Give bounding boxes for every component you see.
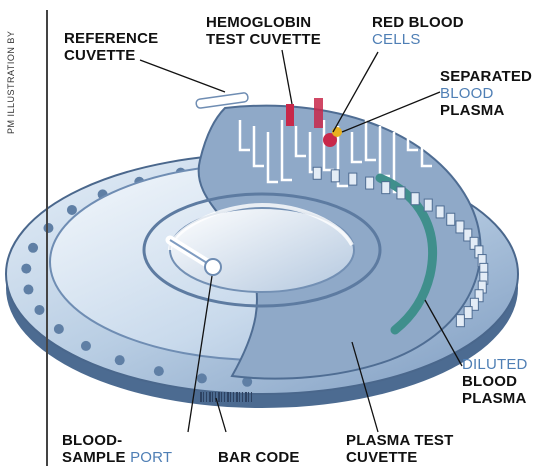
- bar-code-bar: [218, 392, 220, 402]
- label-separated-blood-plasma: SEPARATED BLOOD PLASMA: [440, 68, 532, 119]
- bar-code-bar: [212, 392, 213, 402]
- label-line: PLASMA TEST: [346, 432, 453, 449]
- bar-code-bar: [233, 392, 234, 402]
- label-diluted-blood-plasma: DILUTED BLOOD PLASMA: [462, 356, 528, 407]
- sample-port: [205, 259, 221, 275]
- label-line: BLOOD: [462, 373, 528, 390]
- bar-code-bar: [236, 392, 238, 402]
- label-line: HEMOGLOBIN: [206, 14, 321, 31]
- plasma-cuvette-cell: [313, 167, 321, 179]
- bar-code-bar: [200, 392, 202, 402]
- label-plasma-test-cuvette: PLASMA TEST CUVETTE: [346, 432, 453, 466]
- plasma-cuvette-cell: [349, 173, 357, 185]
- rim-hole: [28, 243, 38, 253]
- bar-code-bar: [224, 392, 225, 402]
- rim-hole: [67, 205, 77, 215]
- label-blood-sample-port: BLOOD- SAMPLE PORT: [62, 432, 172, 466]
- label-word: PORT: [130, 449, 172, 466]
- rim-hole: [115, 355, 125, 365]
- bar-code-bar: [221, 392, 222, 402]
- label-red-blood-cells: RED BLOOD CELLS: [372, 14, 464, 48]
- bar-code-bar: [245, 392, 247, 402]
- plasma-cuvette-cell: [456, 315, 464, 327]
- label-line: CELLS: [372, 31, 464, 48]
- bar-code-bar: [248, 392, 249, 402]
- plasma-cuvette-cell: [331, 170, 339, 182]
- plasma-cuvette-cell: [464, 307, 472, 319]
- hemoglobin-cuvette: [286, 104, 294, 126]
- bar-code-bar: [227, 392, 229, 402]
- rim-hole: [81, 341, 91, 351]
- rim-hole: [23, 285, 33, 295]
- label-line: REFERENCE: [64, 30, 158, 47]
- label-line: PLASMA: [462, 390, 528, 407]
- rim-hole: [154, 366, 164, 376]
- label-reference-cuvette: REFERENCE CUVETTE: [64, 30, 158, 64]
- vertical-rule: [46, 10, 48, 466]
- label-line: CUVETTE: [64, 47, 158, 64]
- rim-hole: [54, 324, 64, 334]
- label-line: RED BLOOD: [372, 14, 464, 31]
- bar-code-bar: [239, 392, 240, 402]
- label-line: BLOOD-: [62, 432, 172, 449]
- rim-hole: [34, 305, 44, 315]
- rim-hole: [21, 264, 31, 274]
- label-line: SAMPLE PORT: [62, 449, 172, 466]
- bar-code-bar: [230, 392, 231, 402]
- plasma-cuvette-cell: [447, 213, 455, 225]
- bar-code-bar: [203, 392, 204, 402]
- bar-code-bar: [251, 392, 252, 402]
- label-line: DILUTED: [462, 356, 528, 373]
- label-line: BLOOD: [440, 85, 532, 102]
- label-bar-code: BAR CODE: [218, 449, 300, 466]
- label-line: TEST CUVETTE: [206, 31, 321, 48]
- rim-hole: [197, 373, 207, 383]
- label-line: CUVETTE: [346, 449, 453, 466]
- label-line: BAR CODE: [218, 449, 300, 466]
- label-line: SEPARATED: [440, 68, 532, 85]
- plasma-cuvette-cell: [436, 206, 444, 218]
- label-line: PLASMA: [440, 102, 532, 119]
- bar-code-bar: [242, 392, 243, 402]
- plasma-cuvette-cell: [411, 193, 419, 205]
- plasma-cuvette-cell: [456, 221, 464, 233]
- bar-code-bar: [206, 392, 207, 402]
- plasma-cuvette-cell: [366, 177, 374, 189]
- illustration-credit: PM ILLUSTRATION BY: [6, 0, 16, 134]
- bar-code-bar: [215, 392, 216, 402]
- plasma-cuvette-cell: [424, 199, 432, 211]
- plasma-cuvette-cell: [382, 182, 390, 194]
- label-word: SAMPLE: [62, 449, 126, 466]
- plasma-cuvette-cell: [397, 187, 405, 199]
- label-hemoglobin-test-cuvette: HEMOGLOBIN TEST CUVETTE: [206, 14, 321, 48]
- rim-hole: [43, 223, 53, 233]
- rotor-disc: [6, 92, 518, 408]
- bar-code-bar: [209, 392, 211, 402]
